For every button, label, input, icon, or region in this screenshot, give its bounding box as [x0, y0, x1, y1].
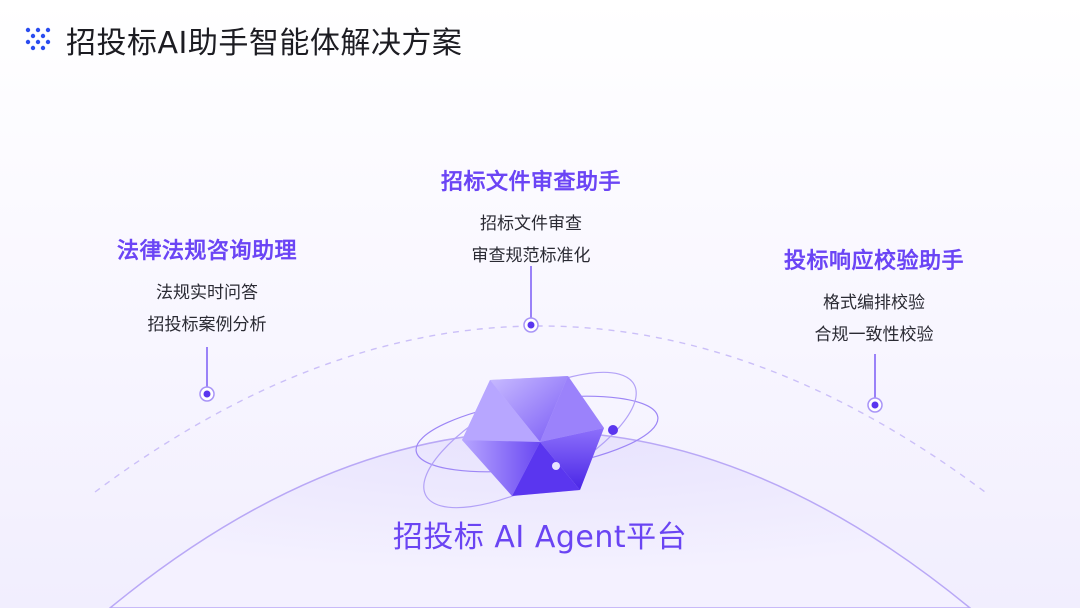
assistant-card-legal: 法律法规咨询助理 法规实时问答 招投标案例分析: [67, 233, 347, 341]
card-item: 审查规范标准化: [471, 246, 591, 266]
dot-grid-icon: [25, 27, 51, 51]
node-center: [523, 317, 539, 333]
node-left: [199, 386, 215, 402]
card-item: 法规实时问答: [156, 283, 258, 303]
card-item: 招标文件审查: [480, 214, 582, 234]
header: 招投标AI助手智能体解决方案: [24, 18, 462, 62]
page-title: 招投标AI助手智能体解决方案: [66, 26, 463, 61]
card-title: 法律法规咨询助理: [116, 239, 297, 264]
card-item: 格式编排校验: [823, 293, 925, 313]
assistant-card-bid-check: 投标响应校验助手 格式编排校验 合规一致性校验: [734, 243, 1014, 351]
node-right: [867, 397, 883, 413]
crystal-orbit-icon: [415, 371, 659, 509]
card-title: 投标响应校验助手: [783, 249, 964, 274]
card-item: 招投标案例分析: [147, 315, 267, 335]
card-title: 招标文件审查助手: [440, 170, 621, 195]
assistant-card-tender-review: 招标文件审查助手 招标文件审查 审查规范标准化: [391, 164, 671, 272]
platform-label: 招投标 AI Agent平台: [392, 520, 688, 555]
outer-dashed-arc: [94, 325, 986, 493]
card-item: 合规一致性校验: [814, 325, 934, 345]
